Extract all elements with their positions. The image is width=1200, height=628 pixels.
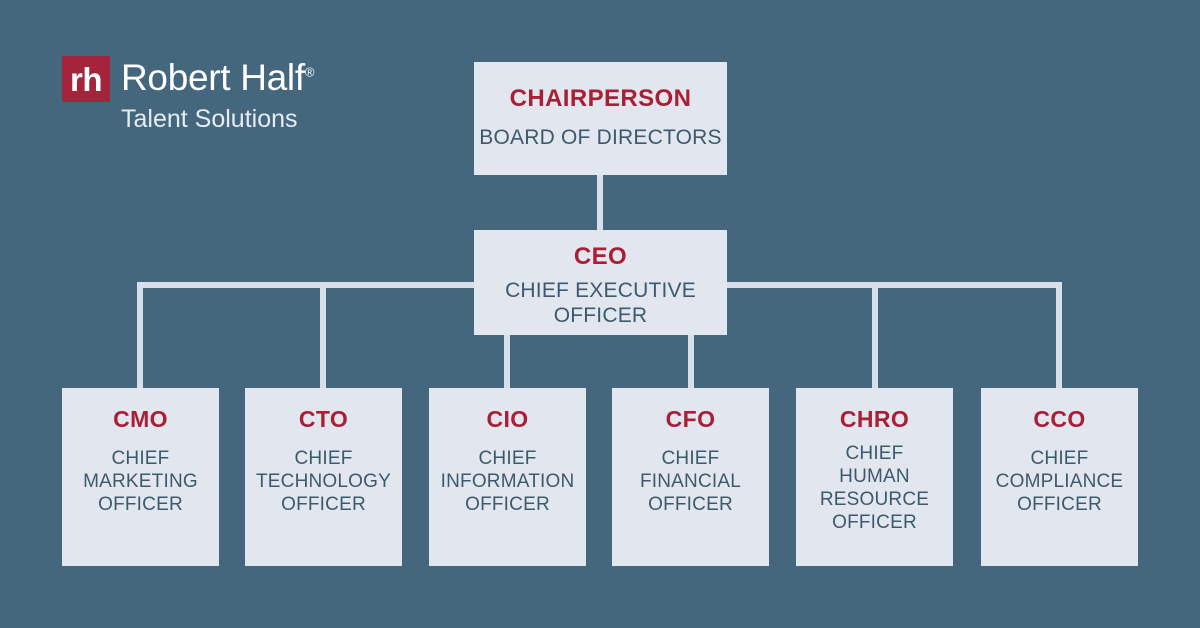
node-subtitle-line-2: TECHNOLOGY xyxy=(255,471,392,492)
node-subtitle-line-3: OFFICER xyxy=(1017,494,1102,515)
node-title: CTO xyxy=(298,406,349,432)
node-subtitle: CHIEF COMPLIANCE OFFICER xyxy=(996,447,1124,516)
connector-ceo-to-cto xyxy=(320,282,326,388)
node-subtitle-line-2: FINANCIAL xyxy=(639,471,742,492)
node-subtitle: CHIEF EXECUTIVE OFFICER xyxy=(505,278,696,328)
node-title: CFO xyxy=(665,406,716,432)
node-subtitle-line-1: CHIEF xyxy=(845,443,904,464)
node-subtitle-line-2: OFFICER xyxy=(553,304,648,327)
node-subtitle-line-1: CHIEF xyxy=(1030,448,1089,469)
node-subtitle-line-2: COMPLIANCE xyxy=(995,471,1124,492)
node-subtitle: CHIEF HUMAN RESOURCE OFFICER xyxy=(820,442,929,534)
org-node-cio[interactable]: CIO CHIEF INFORMATION OFFICER xyxy=(429,388,586,566)
node-subtitle-line-3: OFFICER xyxy=(648,494,733,515)
connector-chair-to-ceo xyxy=(597,175,603,230)
node-subtitle-line-3: OFFICER xyxy=(281,494,366,515)
node-subtitle-line-1: CHIEF xyxy=(661,448,720,469)
node-subtitle-line-1: CHIEF xyxy=(111,448,170,469)
org-node-cco[interactable]: CCO CHIEF COMPLIANCE OFFICER xyxy=(981,388,1138,566)
node-subtitle-line-1: CHIEF EXECUTIVE xyxy=(505,279,696,302)
node-subtitle: CHIEF TECHNOLOGY OFFICER xyxy=(256,447,391,516)
node-subtitle: BOARD OF DIRECTORS xyxy=(479,126,722,149)
node-subtitle-line-1: CHIEF xyxy=(478,448,537,469)
org-node-cfo[interactable]: CFO CHIEF FINANCIAL OFFICER xyxy=(612,388,769,566)
node-title: CMO xyxy=(113,406,168,432)
node-title: CHRO xyxy=(839,406,910,432)
connector-ceo-to-cmo xyxy=(137,282,143,388)
connector-ceo-to-cio xyxy=(504,335,510,388)
connector-ceo-to-chro xyxy=(872,282,878,388)
node-subtitle: CHIEF INFORMATION OFFICER xyxy=(441,447,575,516)
rh-logo-mark-icon: rh xyxy=(62,56,110,102)
connector-ceo-to-cco xyxy=(1056,282,1062,388)
node-subtitle: CHIEF FINANCIAL OFFICER xyxy=(640,447,741,516)
node-subtitle-line-3: OFFICER xyxy=(98,494,183,515)
robert-half-logo: rh Robert Half® Talent Solutions xyxy=(62,56,314,134)
node-subtitle-line-1: CHIEF xyxy=(294,448,353,469)
node-subtitle-line-2: HUMAN xyxy=(839,466,910,487)
brand-tagline: Talent Solutions xyxy=(121,105,298,133)
brand-name-text: Robert Half xyxy=(121,57,305,98)
node-title: CEO xyxy=(573,243,628,270)
node-subtitle-line-3: OFFICER xyxy=(465,494,550,515)
logo-primary-row: rh Robert Half® xyxy=(62,56,314,102)
node-title: CCO xyxy=(1033,406,1086,432)
node-title: CHAIRPERSON xyxy=(509,85,692,112)
node-subtitle-line-2: MARKETING xyxy=(83,471,198,492)
connector-ceo-to-cfo xyxy=(688,335,694,388)
node-subtitle-line-2: INFORMATION xyxy=(440,471,575,492)
org-node-ceo[interactable]: CEO CHIEF EXECUTIVE OFFICER xyxy=(474,230,727,335)
node-subtitle: CHIEF MARKETING OFFICER xyxy=(83,447,198,516)
brand-name: Robert Half® xyxy=(121,56,314,100)
node-title: CIO xyxy=(486,406,529,432)
org-node-chairperson[interactable]: CHAIRPERSON BOARD OF DIRECTORS xyxy=(474,62,727,175)
registered-trademark-icon: ® xyxy=(304,64,315,80)
org-node-cto[interactable]: CTO CHIEF TECHNOLOGY OFFICER xyxy=(245,388,402,566)
org-node-chro[interactable]: CHRO CHIEF HUMAN RESOURCE OFFICER xyxy=(796,388,953,566)
rh-logo-mark-text: rh xyxy=(70,60,103,98)
org-node-cmo[interactable]: CMO CHIEF MARKETING OFFICER xyxy=(62,388,219,566)
node-subtitle-line-4: OFFICER xyxy=(832,512,917,533)
node-subtitle-line-3: RESOURCE xyxy=(819,489,930,510)
